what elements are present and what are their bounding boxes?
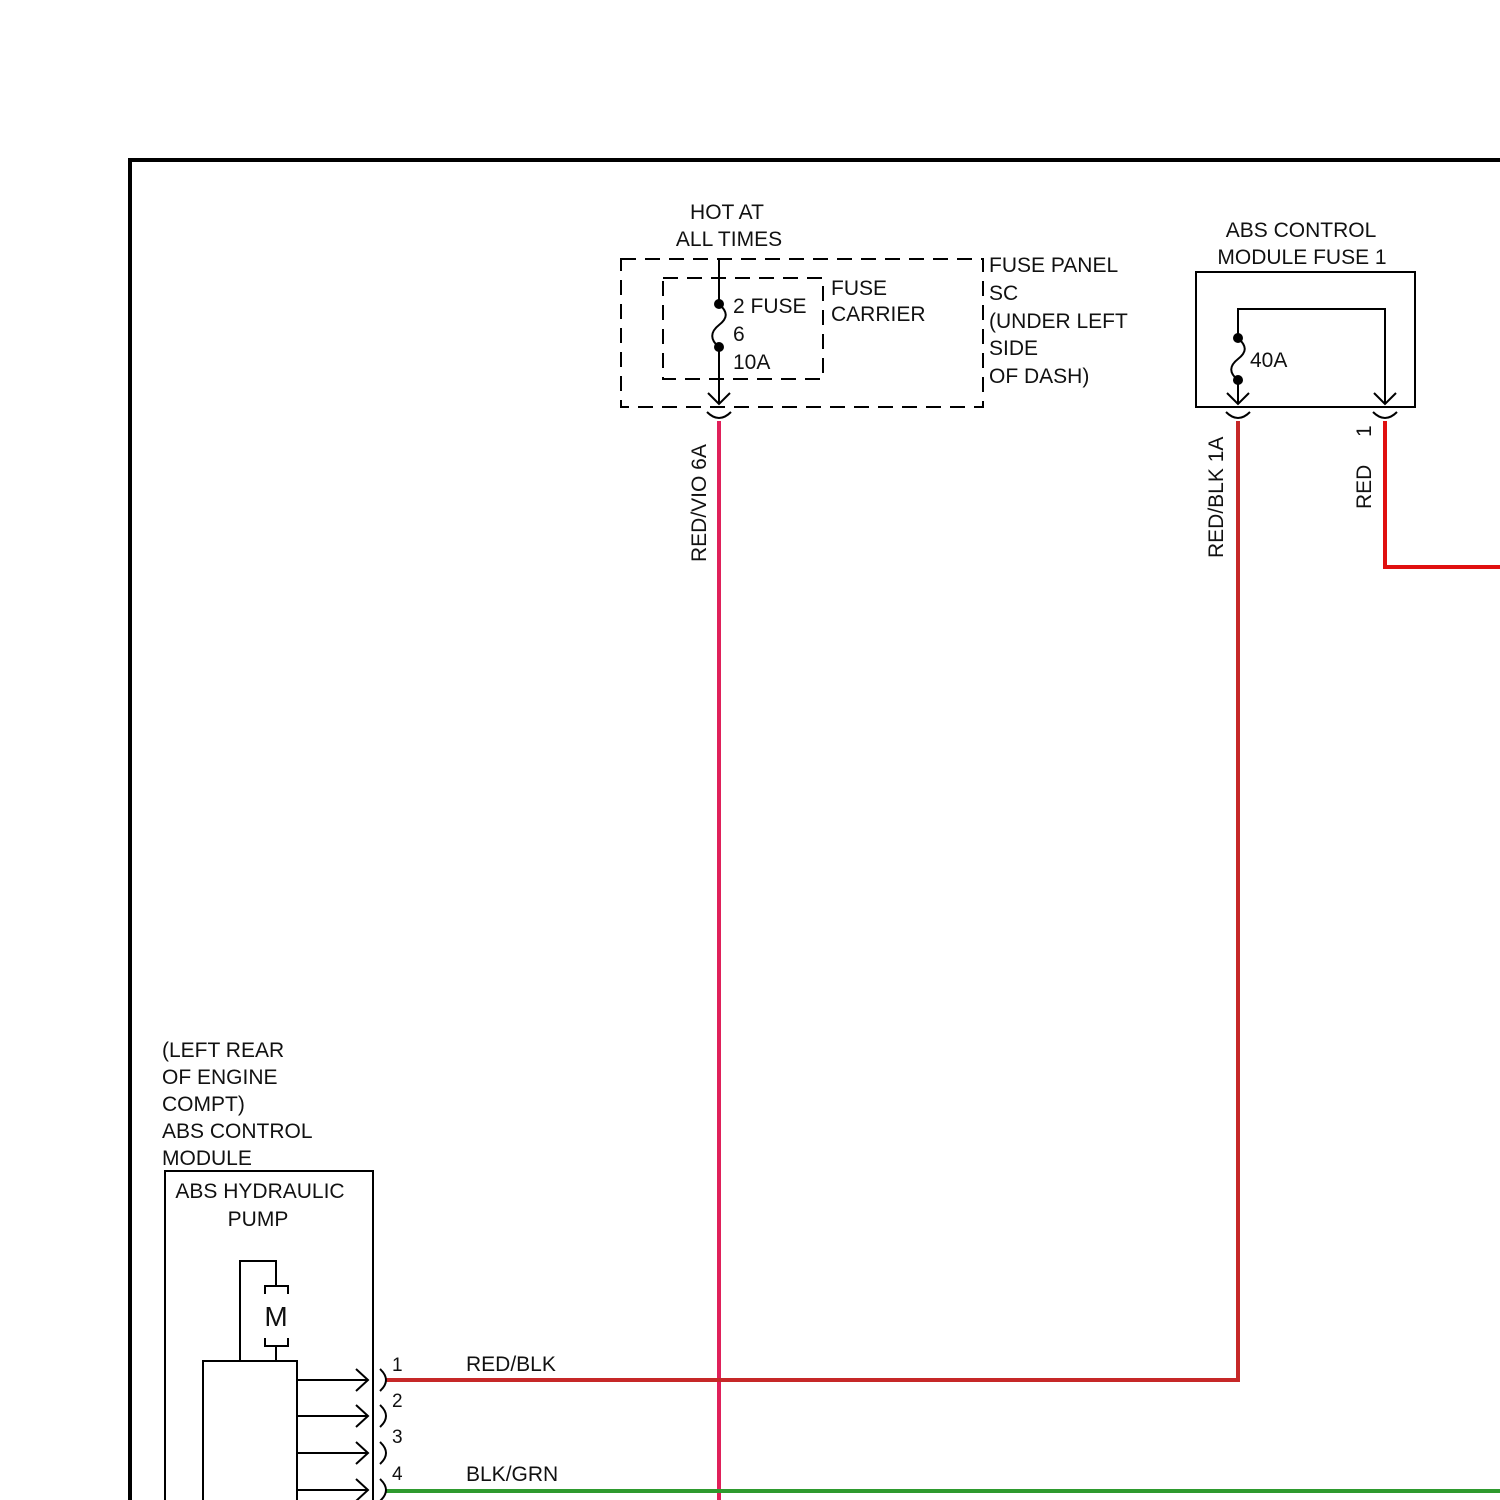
pin-4-wire-label: BLK/GRN bbox=[466, 1463, 558, 1486]
module-pin-3[interactable]: 3 bbox=[297, 1427, 403, 1464]
pin-4-number: 4 bbox=[392, 1464, 403, 1485]
motor-symbol: M bbox=[264, 1301, 287, 1332]
abs-control-module-fuse: ABS CONTROL MODULE FUSE 1 40A bbox=[1196, 219, 1415, 418]
fuse-panel-label-1: FUSE PANEL bbox=[989, 254, 1118, 277]
module-pin-2[interactable]: 2 bbox=[297, 1391, 403, 1427]
pump-control-block bbox=[203, 1361, 297, 1500]
fuse-6-label-3: 10A bbox=[733, 351, 770, 374]
abs-module-label-1: (LEFT REAR bbox=[162, 1039, 284, 1062]
pin-3-number: 3 bbox=[392, 1427, 403, 1448]
wire-red-vio-label: RED/VIO 6A bbox=[688, 444, 711, 562]
connector-1a-symbol bbox=[1226, 412, 1250, 418]
fuse-panel-label-3: (UNDER LEFT bbox=[989, 310, 1128, 333]
wire-red-pin-number: 1 bbox=[1353, 425, 1376, 437]
connector-6a-symbol bbox=[707, 412, 731, 418]
wire-red-blk-1a-label: RED/BLK 1A bbox=[1205, 437, 1228, 558]
abs-module-label-5: MODULE bbox=[162, 1147, 252, 1170]
hot-at-all-times-line-2: ALL TIMES bbox=[676, 228, 782, 251]
fuse-panel-label-4: SIDE bbox=[989, 337, 1038, 360]
abs-fuse-title-2: MODULE FUSE 1 bbox=[1217, 246, 1386, 269]
fuse-panel-label-5: OF DASH) bbox=[989, 365, 1089, 388]
wire-red-blk[interactable] bbox=[385, 421, 1238, 1380]
wire-red[interactable] bbox=[1385, 421, 1500, 567]
fuse-carrier-label-1: FUSE bbox=[831, 277, 887, 300]
motor-brush-bottom bbox=[265, 1338, 288, 1346]
abs-fuse-box bbox=[1196, 272, 1415, 407]
motor-brush-top bbox=[265, 1286, 288, 1294]
pin-2-number: 2 bbox=[392, 1391, 403, 1412]
abs-fuse-rating: 40A bbox=[1250, 349, 1287, 372]
module-pin-4[interactable]: 4 bbox=[297, 1464, 403, 1500]
connector-1-symbol bbox=[1373, 412, 1397, 418]
abs-pump-label-1: ABS HYDRAULIC bbox=[175, 1180, 344, 1203]
pin-2-connector bbox=[380, 1405, 386, 1427]
pin-4-connector bbox=[380, 1479, 386, 1500]
fuse-6-label-1: 2 FUSE bbox=[733, 295, 807, 318]
pin-1-number: 1 bbox=[392, 1355, 403, 1376]
hot-at-all-times-line-1: HOT AT bbox=[690, 201, 764, 224]
wire-red-label: RED bbox=[1353, 465, 1376, 509]
abs-pump-label-2: PUMP bbox=[228, 1208, 289, 1231]
abs-fuse-symbol bbox=[1231, 338, 1245, 380]
abs-module-label-4: ABS CONTROL bbox=[162, 1120, 313, 1143]
fuse-panel-label-2: SC bbox=[989, 282, 1018, 305]
fuse-6-symbol bbox=[712, 304, 726, 347]
abs-module-label-2: OF ENGINE bbox=[162, 1066, 278, 1089]
pin-1-connector bbox=[380, 1369, 386, 1391]
fuse-panel-outline bbox=[621, 259, 983, 407]
abs-control-module: (LEFT REAR OF ENGINE COMPT) ABS CONTROL … bbox=[162, 1039, 558, 1500]
module-pin-1[interactable]: 1 bbox=[297, 1355, 403, 1391]
fuse-6-label-2: 6 bbox=[733, 323, 745, 346]
fuse-panel: HOT AT ALL TIMES 2 FUSE 6 10A FUSE CARRI… bbox=[621, 201, 1128, 418]
abs-module-label-3: COMPT) bbox=[162, 1093, 245, 1116]
pin-3-connector bbox=[380, 1442, 386, 1464]
fuse-carrier-label-2: CARRIER bbox=[831, 303, 926, 326]
pin-1-wire-label: RED/BLK bbox=[466, 1353, 556, 1376]
abs-fuse-title-1: ABS CONTROL bbox=[1226, 219, 1377, 242]
